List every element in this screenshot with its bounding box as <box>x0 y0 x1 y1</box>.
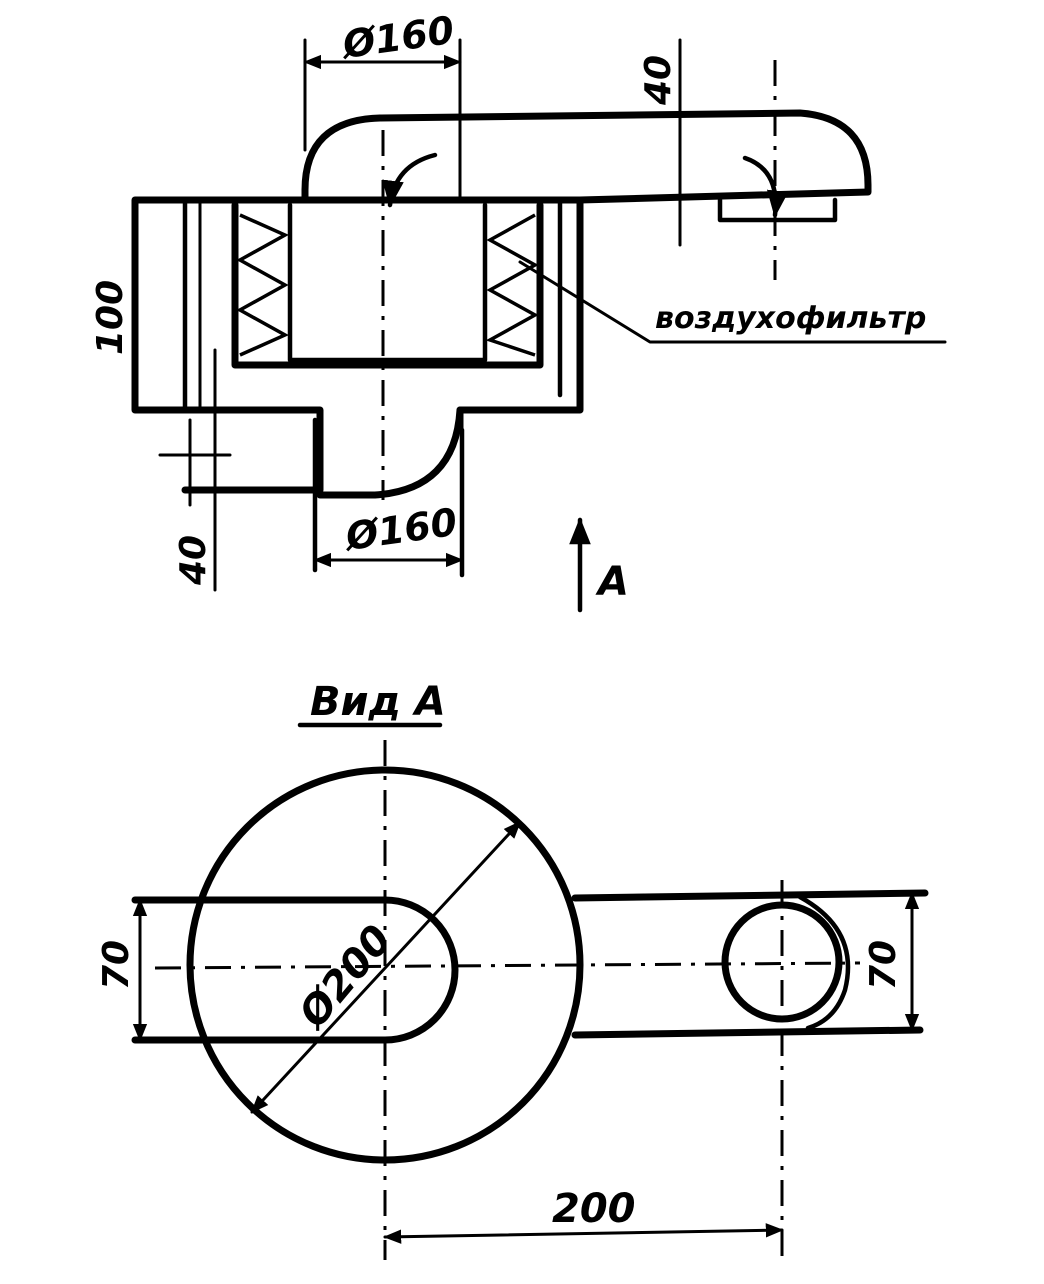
dim-70-left: 70 <box>96 940 137 990</box>
housing-outline <box>131 186 584 494</box>
part-leader <box>518 260 947 344</box>
dim-40-top: 40 <box>638 55 679 106</box>
flow-arrow-outlet <box>742 155 789 218</box>
dim-100: 100 <box>90 280 131 355</box>
inner-cup <box>231 201 544 369</box>
axis-horizontal-view <box>154 961 861 970</box>
dim-200: 200 <box>552 1186 636 1232</box>
dim-diam-top: Ø160 <box>338 8 457 67</box>
part-label: воздухофильтр <box>655 301 926 336</box>
dim-diam-bottom: Ø160 <box>341 500 460 559</box>
dim-40-bottom: 40 <box>173 535 214 586</box>
inlet-pipe <box>316 406 464 499</box>
arm-top <box>571 889 929 902</box>
arm-bottom <box>571 1026 924 1039</box>
dim-70-right: 70 <box>863 940 904 990</box>
filter-zigzag-left <box>236 213 289 357</box>
inner-core <box>287 202 488 363</box>
dim-line-200 <box>383 1223 784 1244</box>
view-arrow-label: A <box>595 559 629 605</box>
outlet-flange-arc <box>797 894 851 1031</box>
filter-zigzag-right <box>485 213 539 357</box>
section-view: Ø160 40 100 40 Ø160 A воздухофильтр <box>90 8 947 613</box>
view-a: Вид А Ø200 70 70 200 <box>96 679 929 1260</box>
view-title: Вид А <box>310 679 446 725</box>
flow-arrow-inner <box>382 152 438 208</box>
outlet-flange <box>717 197 838 223</box>
dim-line-diam-200 <box>250 820 522 1114</box>
outlet-pipe <box>301 109 872 204</box>
slot-outline <box>131 896 459 1044</box>
